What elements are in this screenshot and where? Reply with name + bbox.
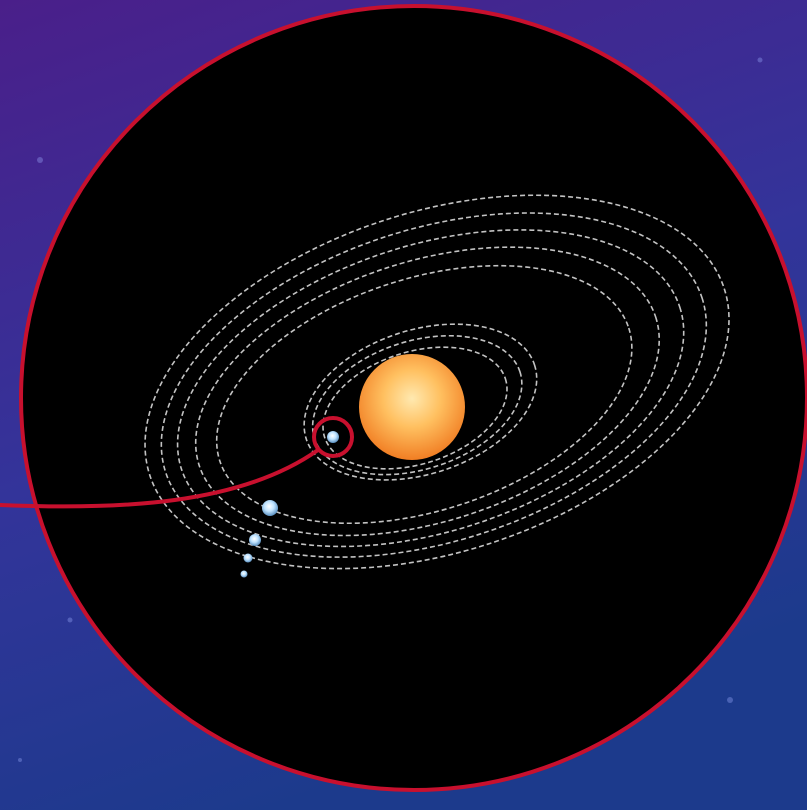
orbit-1 xyxy=(322,346,508,470)
planet-4 xyxy=(243,553,253,563)
orbit-6 xyxy=(176,229,685,548)
orbit-4 xyxy=(215,264,633,525)
orbit-7 xyxy=(160,212,708,558)
central-star xyxy=(359,354,465,460)
orbit-8 xyxy=(144,194,730,570)
planets xyxy=(240,431,339,578)
highlight-ring xyxy=(312,416,354,458)
orbit-group xyxy=(144,194,730,570)
planet-3 xyxy=(249,534,261,546)
planet-2 xyxy=(262,500,278,516)
orbit-5 xyxy=(194,246,661,537)
pointer-line xyxy=(0,448,320,509)
orbit-3 xyxy=(303,323,538,481)
planet-1 xyxy=(327,431,339,443)
planet-5 xyxy=(240,570,248,578)
